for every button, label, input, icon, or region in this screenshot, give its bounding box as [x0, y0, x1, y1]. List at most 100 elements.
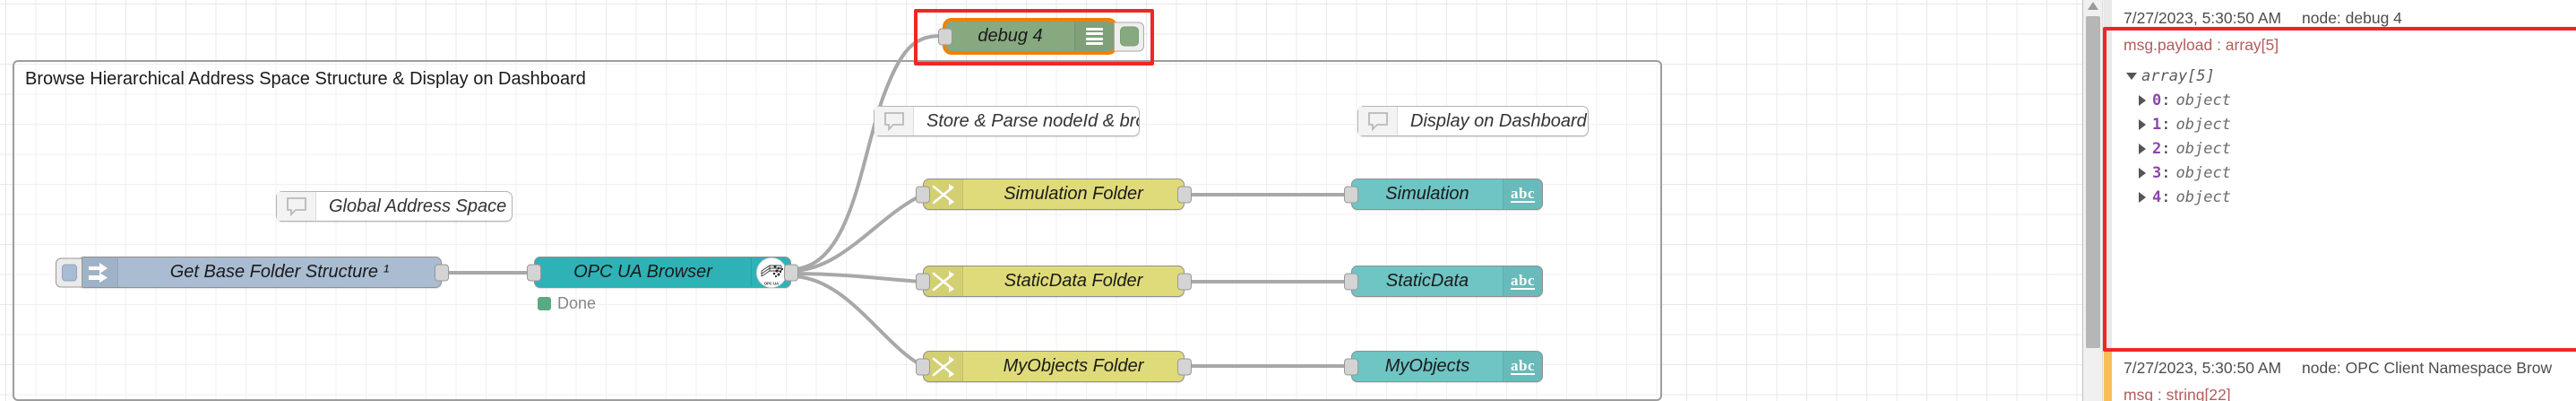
debug-message-item[interactable]: 7/27/2023, 5:30:50 AM node: debug 4 msg.… [2104, 0, 2576, 350]
node-opc-ua-browser-status-text: Done [557, 294, 597, 312]
node-function-simulation-folder-label: Simulation Folder [1004, 184, 1143, 204]
node-inject-output-port[interactable] [435, 264, 449, 281]
debug-message-list[interactable]: 7/27/2023, 5:30:50 AM node: debug 4 msg.… [2104, 0, 2576, 401]
inject-arrow-glyph [88, 262, 108, 283]
tree-root-row[interactable]: array[5] [2124, 64, 2565, 88]
function-shuffle-icon [924, 266, 963, 296]
scrollbar-thumb[interactable] [2086, 16, 2100, 348]
node-function-simulation-folder-input-port[interactable] [916, 186, 930, 203]
function-shuffle-icon [924, 352, 963, 381]
debug-message-topic: msg : string[22] [2124, 386, 2231, 401]
node-opc-ua-browser[interactable]: OPC UA Browser [527, 257, 798, 288]
tree-item-type: object [2175, 164, 2231, 182]
chevron-right-icon[interactable] [2139, 143, 2146, 154]
chevron-down-icon[interactable] [2126, 72, 2137, 80]
message-stripe [2104, 350, 2112, 401]
node-opc-ua-browser-input-port[interactable] [527, 264, 541, 281]
flow-canvas[interactable]: Browse Hierarchical Address Space Struct… [0, 0, 2082, 401]
comment-bubble-glyph [1367, 112, 1388, 131]
node-dashboard-simulation-input-port[interactable] [1344, 186, 1358, 203]
abc-text-icon: abc [1503, 352, 1542, 381]
debug-message-header: 7/27/2023, 5:30:50 AM node: debug 4 [2124, 9, 2565, 28]
node-function-staticdata-folder-output-port[interactable] [1177, 273, 1192, 290]
node-function-simulation-folder-output-port[interactable] [1177, 186, 1192, 203]
debug-message-topic: msg.payload : array[5] [2124, 36, 2279, 54]
function-shuffle-glyph [932, 270, 954, 292]
node-dashboard-myobjects[interactable]: MyObjects abc [1344, 351, 1543, 382]
node-debug-4-input-port[interactable] [938, 28, 952, 45]
sidebar-scrollbar[interactable] [2083, 0, 2103, 401]
node-opc-ua-browser-label: OPC UA Browser [573, 262, 712, 282]
tree-item-colon: : [2161, 188, 2171, 207]
comment-store-parse-label: Store & Parse nodeId & browseName [926, 110, 1139, 131]
debug-message-tree[interactable]: array[5] 0 : object 1 : object [2124, 64, 2565, 210]
chevron-right-icon[interactable] [2139, 118, 2146, 130]
debug-message-timestamp: 7/27/2023, 5:30:50 AM [2124, 359, 2282, 377]
node-inject-get-base-folder-structure[interactable]: Get Base Folder Structure ¹ [56, 257, 449, 288]
debug-message-item[interactable]: 7/27/2023, 5:30:50 AM node: OPC Client N… [2104, 350, 2576, 401]
node-debug-4[interactable]: debug 4 [938, 18, 1144, 55]
node-dashboard-simulation-label: Simulation [1385, 184, 1469, 204]
function-shuffle-glyph [932, 355, 954, 378]
tree-item-row[interactable]: 4 : object [2124, 186, 2565, 210]
debug-message-node: node: OPC Client Namespace Brow [2302, 359, 2553, 377]
inject-trigger-button[interactable] [56, 257, 82, 287]
tree-item-index: 2 [2152, 139, 2162, 158]
node-function-staticdata-folder-input-port[interactable] [916, 273, 930, 290]
node-function-staticdata-folder[interactable]: StaticData Folder [916, 266, 1192, 297]
tree-item-colon: : [2161, 91, 2171, 109]
flow-group-title: Browse Hierarchical Address Space Struct… [25, 69, 586, 89]
comment-icon [1358, 107, 1398, 135]
tree-item-row[interactable]: 1 : object [2124, 112, 2565, 136]
tree-item-row[interactable]: 0 : object [2124, 88, 2565, 112]
node-debug-4-label: debug 4 [978, 26, 1043, 46]
node-function-myobjects-folder[interactable]: MyObjects Folder [916, 351, 1192, 382]
chevron-right-icon[interactable] [2139, 192, 2146, 204]
tree-item-index: 1 [2152, 115, 2162, 134]
scroll-up-arrow-icon[interactable] [2088, 2, 2098, 10]
node-opc-ua-browser-status: Done [538, 294, 596, 313]
abc-text-icon: abc [1503, 266, 1542, 296]
tree-item-index: 3 [2152, 164, 2162, 182]
message-stripe [2104, 0, 2112, 349]
tree-root-label: array[5] [2141, 66, 2215, 85]
tree-item-index: 4 [2152, 188, 2162, 207]
node-function-myobjects-folder-input-port[interactable] [916, 358, 930, 375]
comment-icon [874, 107, 914, 135]
function-shuffle-glyph [932, 183, 954, 205]
debug-message-header: 7/27/2023, 5:30:50 AM node: OPC Client N… [2124, 359, 2565, 378]
chevron-right-icon[interactable] [2139, 168, 2146, 179]
tree-item-type: object [2175, 91, 2231, 109]
status-dot-icon [538, 297, 551, 310]
comment-global-address-space[interactable]: Global Address Space Folder Browse [276, 191, 513, 222]
node-opc-ua-browser-output-port[interactable] [784, 264, 798, 281]
node-dashboard-myobjects-input-port[interactable] [1344, 358, 1358, 375]
opc-ua-logo-glyph: OPC UA [755, 257, 787, 288]
comment-bubble-glyph [883, 112, 904, 131]
node-dashboard-staticdata-label: StaticData [1385, 271, 1469, 291]
tree-item-index: 0 [2152, 91, 2162, 109]
comment-store-parse[interactable]: Store & Parse nodeId & browseName [874, 106, 1140, 136]
tree-item-type: object [2175, 188, 2231, 207]
svg-text:OPC UA: OPC UA [763, 281, 778, 285]
debug-message-timestamp: 7/27/2023, 5:30:50 AM [2124, 9, 2282, 27]
debug-enable-toggle-button[interactable] [1114, 22, 1144, 51]
node-dashboard-staticdata-input-port[interactable] [1344, 273, 1358, 290]
comment-icon [277, 192, 316, 221]
comment-display-dashboard-label: Display on Dashboard [1410, 110, 1587, 131]
debug-sidebar[interactable]: 7/27/2023, 5:30:50 AM node: debug 4 msg.… [2082, 0, 2576, 401]
node-dashboard-staticdata[interactable]: StaticData abc [1344, 266, 1543, 297]
tree-item-type: object [2175, 115, 2231, 134]
node-function-myobjects-folder-output-port[interactable] [1177, 358, 1192, 375]
debug-lines-icon [1074, 22, 1114, 51]
chevron-right-icon[interactable] [2139, 94, 2146, 106]
comment-bubble-glyph [286, 197, 306, 216]
node-dashboard-simulation[interactable]: Simulation abc [1344, 179, 1543, 210]
tree-item-row[interactable]: 2 : object [2124, 136, 2565, 161]
node-function-myobjects-folder-label: MyObjects Folder [1003, 356, 1144, 376]
tree-item-row[interactable]: 3 : object [2124, 161, 2565, 186]
function-shuffle-icon [924, 179, 963, 209]
comment-display-dashboard[interactable]: Display on Dashboard [1357, 106, 1589, 136]
opc-ua-logo-icon: OPC UA [751, 257, 790, 288]
node-function-simulation-folder[interactable]: Simulation Folder [916, 179, 1192, 210]
